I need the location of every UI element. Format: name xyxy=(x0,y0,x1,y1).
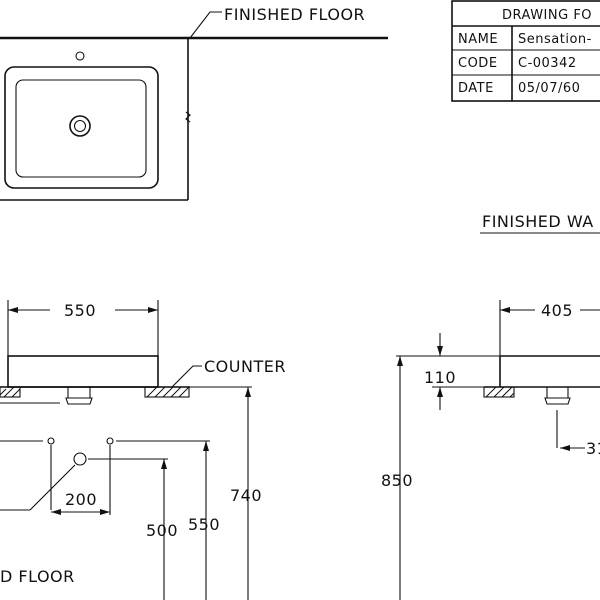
break-mark xyxy=(185,111,191,123)
dim-width-550: 550 xyxy=(64,301,96,320)
dim-height-550: 550 xyxy=(188,515,220,534)
row-name-value: Sensation- xyxy=(518,32,592,47)
drain-outer xyxy=(69,115,91,137)
row-date-value: 05/07/60 xyxy=(518,81,580,96)
basin-outer xyxy=(4,66,159,189)
basin-inner xyxy=(15,79,147,178)
row-code-value: C-00342 xyxy=(518,56,577,71)
drain-inner xyxy=(73,119,87,133)
finished-floor-leader xyxy=(189,11,222,39)
plan-view: FINISHED FLOOR xyxy=(0,5,388,201)
basin-front xyxy=(7,355,159,388)
dim-rim-110: 110 xyxy=(424,368,456,387)
dim-offset-200: 200 xyxy=(65,490,97,509)
dim-depth-405: 405 xyxy=(541,301,573,320)
row-code-key: CODE xyxy=(458,56,498,71)
dim-height-740: 740 xyxy=(230,486,262,505)
row-date-key: DATE xyxy=(458,81,494,96)
finished-floor-label-bottom: D FLOOR xyxy=(0,567,75,586)
row-name-key: NAME xyxy=(458,32,498,47)
waste-outlet xyxy=(65,397,93,405)
side-elevation: 405 31 110 850 xyxy=(381,300,600,600)
finished-floor-label-top: FINISHED FLOOR xyxy=(224,5,365,24)
counter-label: COUNTER xyxy=(204,357,286,376)
front-elevation: 550 COUNTER 740 xyxy=(0,300,286,600)
dim-height-850: 850 xyxy=(381,471,413,490)
counter-leader xyxy=(171,365,202,388)
title-block: DRAWING FO NAME Sensation- CODE C-00342 … xyxy=(451,0,600,102)
dim-side-offset: 31 xyxy=(586,439,600,458)
title-block-frame xyxy=(451,0,600,102)
dim-height-500: 500 xyxy=(146,521,178,540)
tap-hole xyxy=(75,51,85,61)
title-block-header: DRAWING FO xyxy=(502,8,592,23)
finished-wall-label: FINISHED WA xyxy=(482,212,594,231)
